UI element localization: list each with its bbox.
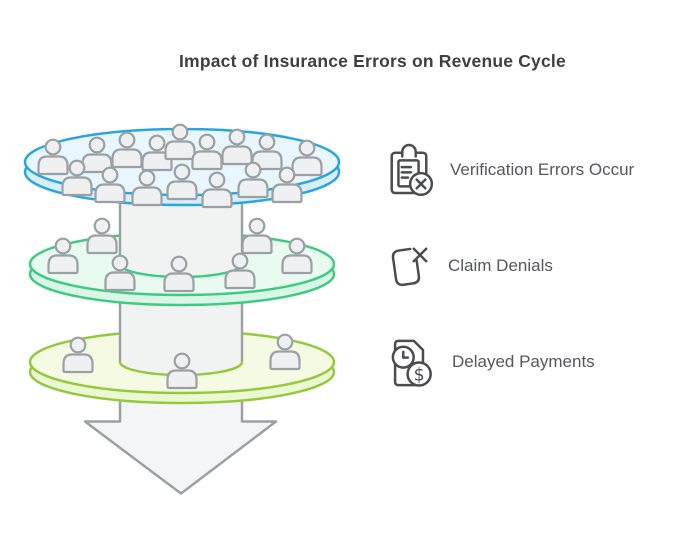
svg-text:$: $ xyxy=(414,365,425,385)
legend-label: Delayed Payments xyxy=(452,352,595,371)
funnel-diagram xyxy=(23,123,341,495)
document-x-icon xyxy=(391,247,428,287)
legend-label: Claim Denials xyxy=(448,256,553,275)
legend-item-verification-errors: Verification Errors Occur xyxy=(385,143,634,197)
legend-item-delayed-payments: $ Delayed Payments xyxy=(385,334,595,390)
legend-label: Verification Errors Occur xyxy=(450,160,635,179)
page-title: Impact of Insurance Errors on Revenue Cy… xyxy=(179,51,566,71)
invoice-clock-dollar-icon: $ xyxy=(391,339,432,387)
legend-item-claim-denials: Claim Denials xyxy=(385,242,553,290)
clipboard-x-circle-icon xyxy=(390,143,433,197)
funnel-cylinder-segment-2 xyxy=(118,295,244,377)
